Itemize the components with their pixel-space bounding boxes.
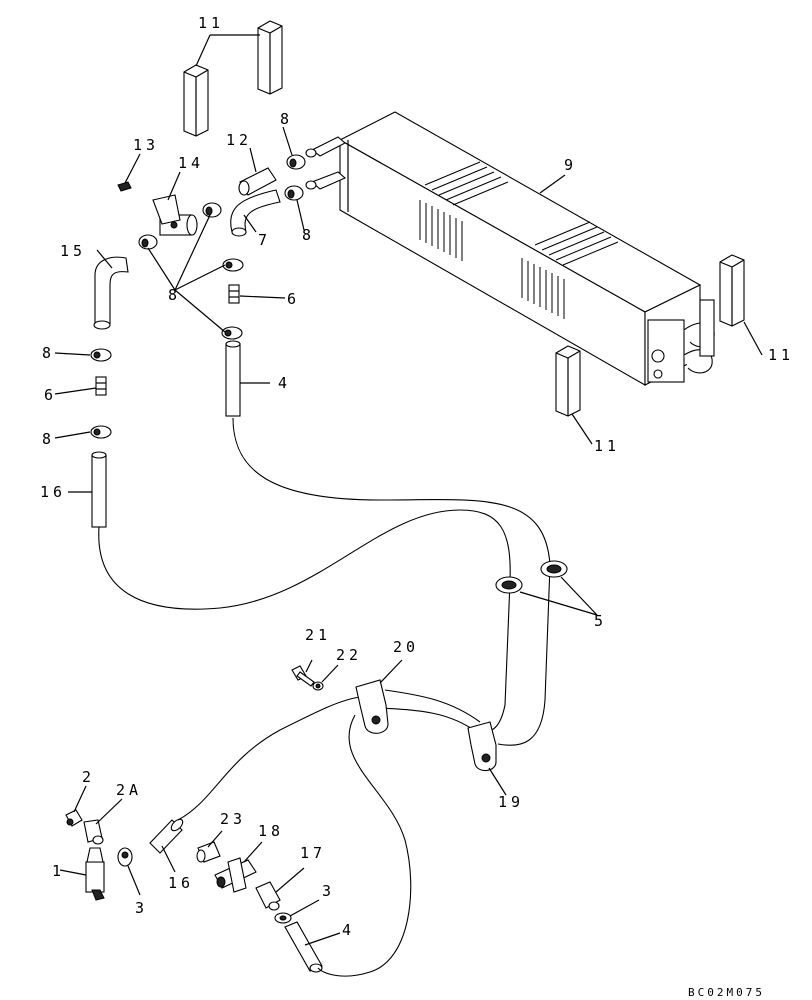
callout-11: 11 (198, 14, 224, 32)
foam-block (183, 64, 209, 137)
drawing-number: BC02M075 (688, 986, 765, 999)
hose-clamp-3 (274, 912, 292, 924)
hose-7 (230, 189, 281, 237)
hose-bracket-20 (355, 679, 389, 734)
callout-16: 16 (168, 874, 194, 892)
callout-11: 11 (594, 437, 620, 455)
hose-clamp (90, 425, 112, 439)
callout-6: 6 (287, 290, 300, 308)
hose-4-lower (284, 921, 323, 973)
hose-clamp (221, 326, 243, 340)
callout-15: 15 (60, 242, 86, 260)
callout-8: 8 (168, 286, 181, 304)
hose-16-upper (91, 451, 107, 528)
clip-13 (117, 181, 132, 192)
hose-route (384, 689, 481, 723)
grommet (495, 576, 523, 594)
hose-route (379, 707, 479, 734)
callout-22: 22 (336, 646, 362, 664)
elbow-17 (255, 881, 281, 911)
callout-12: 12 (226, 131, 252, 149)
callout-labels: 11 9 8 12 13 14 7 8 15 8 6 8 11 4 6 8 11… (40, 14, 794, 939)
hose-clamp (138, 234, 158, 250)
callout-1: 1 (52, 862, 65, 880)
callout-2a: 2A (116, 781, 142, 799)
tee-18 (214, 857, 257, 893)
fitting-23 (196, 841, 221, 863)
callout-3: 3 (322, 882, 335, 900)
callout-18: 18 (258, 822, 284, 840)
heater-core-grille (419, 161, 619, 319)
hose-route (232, 417, 551, 746)
hose-clamp (222, 258, 244, 272)
hose-15 (93, 256, 129, 330)
water-valve (152, 194, 198, 236)
callout-8: 8 (302, 226, 315, 244)
bolt-21 (291, 665, 315, 687)
elbow-2a (83, 819, 104, 845)
foam-block (257, 20, 283, 95)
callout-16: 16 (40, 483, 66, 501)
callout-4: 4 (342, 921, 355, 939)
hose-connector (95, 376, 107, 396)
heater-core-tubes (305, 136, 347, 190)
callout-4: 4 (278, 374, 291, 392)
callout-9: 9 (564, 156, 577, 174)
hose-bracket-19 (467, 721, 497, 772)
callout-19: 19 (498, 793, 524, 811)
callout-17: 17 (300, 844, 326, 862)
hose-12 (238, 167, 277, 196)
callout-5: 5 (594, 612, 607, 630)
leader-lines (54, 34, 763, 946)
grommet (540, 560, 568, 578)
hose-clamp (90, 348, 112, 362)
heater-core-valve-block (647, 299, 715, 383)
hose-route (98, 509, 511, 733)
hose-route (177, 696, 361, 821)
callout-23: 23 (220, 810, 246, 828)
callout-6: 6 (44, 386, 57, 404)
callout-8: 8 (42, 344, 55, 362)
hose-connector (228, 284, 240, 304)
foam-block (555, 345, 581, 417)
hose-route (317, 714, 412, 977)
hose-clamp (286, 154, 306, 170)
hose-4-upper (225, 340, 241, 417)
hose-clamp (284, 185, 304, 201)
callout-8: 8 (42, 430, 55, 448)
plug-2 (65, 809, 83, 827)
hose-16-lower (149, 818, 184, 854)
callout-13: 13 (133, 136, 159, 154)
callout-2: 2 (82, 768, 95, 786)
drain-valve (85, 847, 105, 901)
callout-3: 3 (135, 899, 148, 917)
hose-clamp (202, 202, 222, 218)
hose-clamp (117, 847, 133, 867)
foam-block (719, 254, 745, 327)
callout-11: 11 (768, 346, 794, 364)
callout-8: 8 (280, 110, 293, 128)
heater-core (305, 111, 715, 386)
callout-14: 14 (178, 154, 204, 172)
callout-20: 20 (393, 638, 419, 656)
callout-21: 21 (305, 626, 331, 644)
washer-22 (312, 681, 324, 691)
callout-7: 7 (258, 231, 271, 249)
